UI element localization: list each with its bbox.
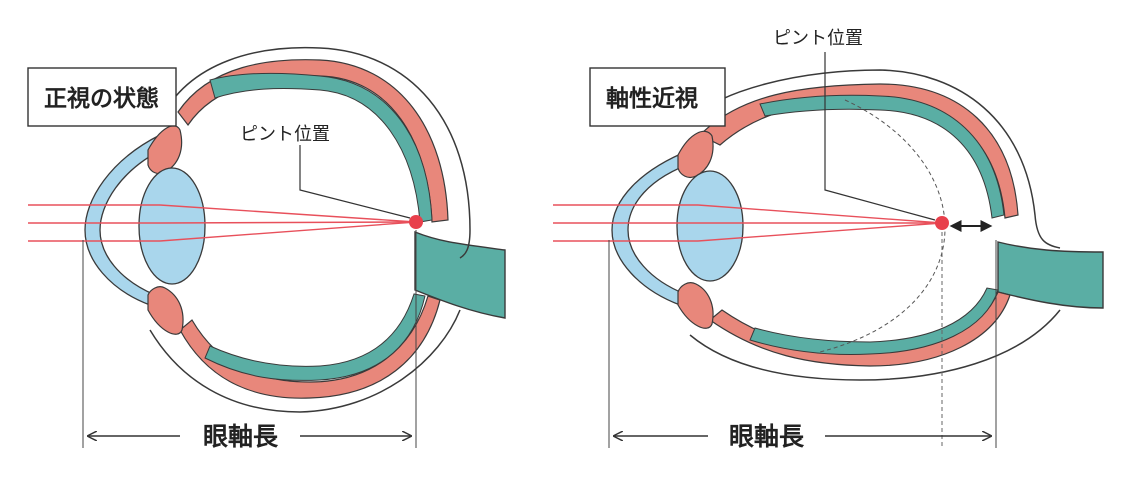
focus-leader-line bbox=[299, 145, 411, 219]
focus-point bbox=[409, 215, 423, 229]
myopia-eye-panel: ピント位置 軸性近視 眼軸長 bbox=[553, 28, 1104, 451]
focus-leader-line bbox=[824, 52, 936, 221]
title-box bbox=[589, 67, 726, 127]
focus-point bbox=[935, 216, 949, 230]
normal-eye-panel: ピント位置 正視の状態 眼軸長 bbox=[27, 46, 506, 451]
title-text: 軸性近視 bbox=[606, 86, 698, 112]
title-box bbox=[27, 67, 177, 127]
sclera-outer bbox=[149, 46, 471, 413]
lens bbox=[138, 167, 206, 285]
light-rays bbox=[28, 204, 417, 242]
lens bbox=[676, 170, 744, 282]
retina-band-lower bbox=[749, 287, 999, 355]
title-text: 正視の状態 bbox=[44, 85, 159, 112]
optic-nerve bbox=[997, 241, 1104, 309]
retina-band-lower bbox=[204, 293, 426, 381]
axial-length-label: 眼軸長 bbox=[729, 422, 805, 451]
ciliary-body-upper bbox=[147, 125, 183, 175]
ciliary-body-lower bbox=[677, 282, 714, 329]
ciliary-body-upper bbox=[677, 130, 714, 179]
axial-length-label: 眼軸長 bbox=[203, 422, 279, 451]
choroid-band-lower bbox=[179, 295, 441, 399]
ciliary-body-lower bbox=[147, 286, 184, 335]
sclera-outer bbox=[689, 69, 1061, 381]
light-rays bbox=[553, 204, 943, 242]
focus-label: ピント位置 bbox=[240, 124, 330, 145]
retina-band bbox=[759, 94, 1005, 219]
focus-label: ピント位置 bbox=[773, 28, 863, 49]
normal-retina-reference bbox=[819, 99, 946, 353]
